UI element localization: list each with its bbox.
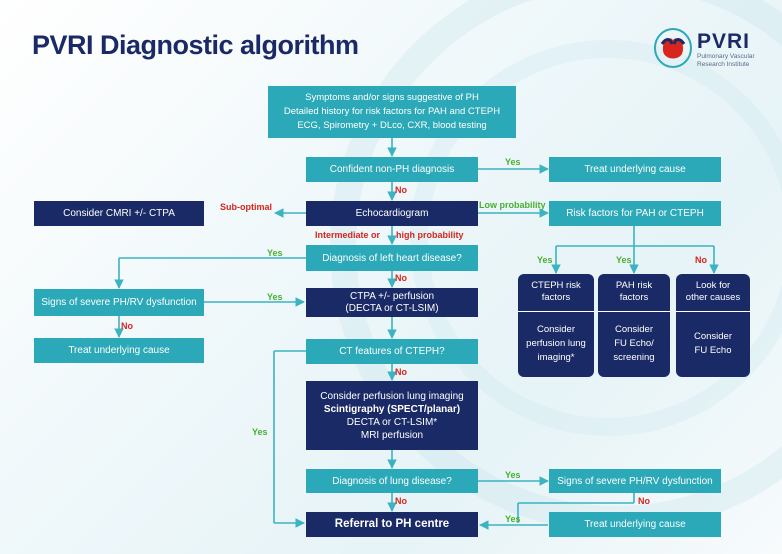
start-line: Detailed history for risk factors for PA… — [283, 106, 501, 117]
referral-ph-centre-box: Referral to PH centre — [306, 512, 478, 537]
treat-underlying-left-box: Treat underlying cause — [34, 338, 204, 363]
perfusion-imaging-box: Consider perfusion lung imaging Scintigr… — [306, 381, 478, 450]
start-line: ECG, Spirometry + DLco, CXR, blood testi… — [297, 120, 487, 131]
logo-subtitle: Pulmonary Vascular Research Institute — [697, 53, 757, 68]
treat-underlying-bottom-box: Treat underlying cause — [549, 512, 721, 537]
pvri-logo-icon — [654, 28, 692, 68]
column-divider — [518, 311, 594, 312]
start-symptoms-box: Symptoms and/or signs suggestive of PH D… — [268, 86, 516, 138]
label-high-probability: high probability — [396, 230, 464, 240]
label-yes-cteph-column: Yes — [537, 255, 553, 265]
label-no-other-column: No — [695, 255, 707, 265]
confident-non-ph-box: Confident non-PH diagnosis — [306, 157, 478, 182]
ct-features-box: CT features of CTEPH? — [306, 339, 478, 364]
pah-column-body: Consider FU Echo/screening — [598, 314, 670, 373]
label-no-lung: No — [395, 496, 407, 506]
logo-subtitle-line: Pulmonary Vascular — [697, 53, 755, 60]
column-divider — [676, 311, 750, 312]
body-line: screening — [613, 351, 655, 363]
header-line: factors — [619, 292, 649, 303]
header-line: PAH risk — [615, 280, 653, 291]
label-no-severe-left: No — [121, 321, 133, 331]
logo-text: PVRI — [697, 30, 751, 53]
perfusion-line: MRI perfusion — [360, 429, 424, 441]
perfusion-line: Scintigraphy (SPECT/planar) — [323, 403, 461, 415]
cteph-column-body: Consider perfusion lung imaging* — [518, 314, 594, 373]
logo-subtitle-line: Research Institute — [697, 60, 750, 68]
body-line: Consider — [693, 330, 733, 342]
other-column-body: Consider FU Echo — [676, 314, 750, 373]
severe-ph-left-box: Signs of severe PH/RV dysfunction — [34, 289, 204, 316]
start-line: Symptoms and/or signs suggestive of PH — [305, 92, 479, 103]
label-yes-pah-column: Yes — [616, 255, 632, 265]
label-yes-confident: Yes — [505, 157, 521, 167]
lung-disease-box: Diagnosis of lung disease? — [306, 469, 478, 493]
header-line: Look for — [695, 280, 731, 291]
label-yes-treat-bottom: Yes — [505, 514, 521, 524]
label-no-confident: No — [395, 185, 407, 195]
body-line: FU Echo — [694, 344, 732, 356]
left-heart-disease-box: Diagnosis of left heart disease? — [306, 245, 478, 271]
body-line: perfusion lung — [526, 337, 586, 349]
header-line: factors — [541, 292, 571, 303]
label-sub-optimal: Sub-optimal — [220, 202, 272, 212]
body-line: FU Echo/ — [614, 337, 654, 349]
ctpa-line: CTPA +/- perfusion — [349, 290, 435, 302]
label-intermediate: Intermediate or — [315, 230, 381, 240]
label-yes-left-heart: Yes — [267, 248, 283, 258]
label-yes-lung: Yes — [505, 470, 521, 480]
cmri-ctpa-box: Consider CMRI +/- CTPA — [34, 201, 204, 226]
label-yes-severe-left: Yes — [267, 292, 283, 302]
ctpa-perfusion-box: CTPA +/- perfusion (DECTA or CT-LSIM) — [306, 288, 478, 317]
echocardiogram-box: Echocardiogram — [306, 201, 478, 226]
label-no-ct-features: No — [395, 367, 407, 377]
body-line: Consider — [536, 323, 576, 335]
ctpa-line: (DECTA or CT-LSIM) — [345, 302, 439, 314]
header-line: other causes — [685, 292, 741, 303]
page-title: PVRI Diagnostic algorithm — [32, 30, 359, 60]
severe-ph-right-box: Signs of severe PH/RV dysfunction — [549, 469, 721, 493]
column-divider — [598, 311, 670, 312]
label-no-left-heart: No — [395, 273, 407, 283]
label-low-probability: Low probability — [479, 200, 546, 210]
risk-factors-box: Risk factors for PAH or CTEPH — [549, 201, 721, 226]
header-line: CTEPH risk — [531, 280, 581, 291]
treat-underlying-top-box: Treat underlying cause — [549, 157, 721, 182]
perfusion-line: Consider perfusion lung imaging — [320, 390, 464, 402]
label-yes-ct-features: Yes — [252, 427, 268, 437]
label-no-severe-right: No — [638, 496, 650, 506]
perfusion-line: DECTA or CT-LSIM* — [346, 416, 438, 428]
body-line: imaging* — [537, 351, 575, 363]
body-line: Consider — [614, 323, 653, 335]
